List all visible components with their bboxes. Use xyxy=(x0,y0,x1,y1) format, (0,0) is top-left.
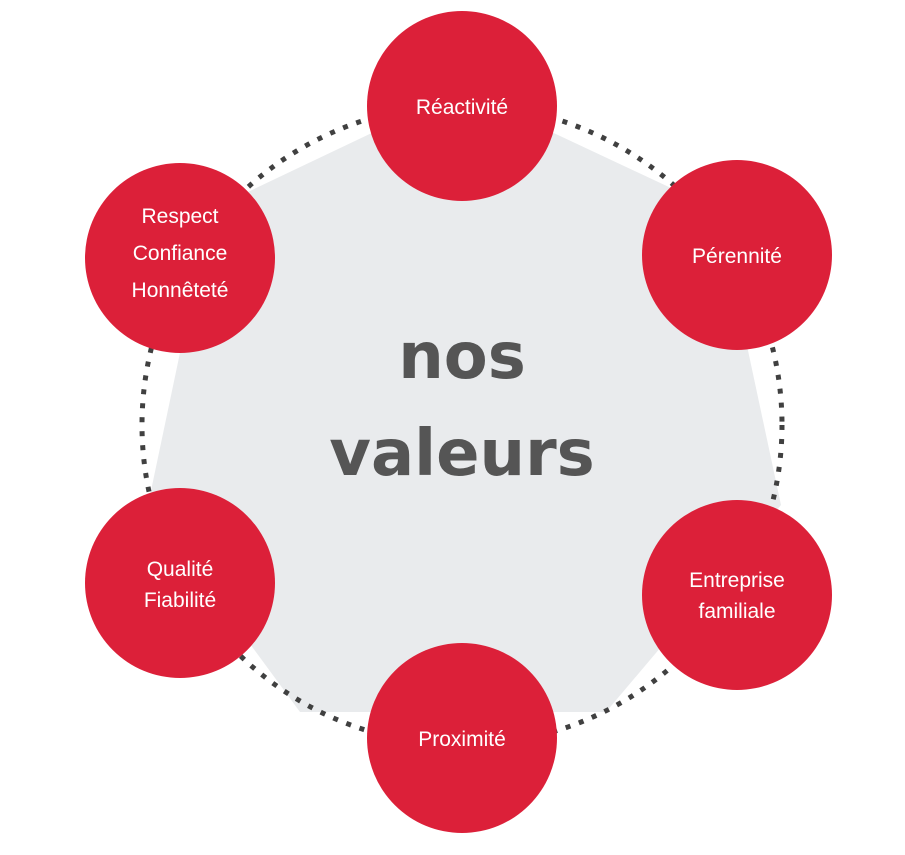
value-circle xyxy=(642,160,832,350)
value-circle xyxy=(85,163,275,353)
value-label-line-2: Fiabilité xyxy=(144,589,216,612)
value-node-entreprise-familiale: Entreprise familiale xyxy=(642,500,832,690)
value-circle xyxy=(85,488,275,678)
center-title-line-2: valeurs xyxy=(329,417,594,491)
value-circle xyxy=(367,643,557,833)
value-label-line-1: Entreprise xyxy=(689,569,785,592)
value-label-line-1: Qualité xyxy=(147,558,214,581)
center-title-line-1: nos xyxy=(398,320,526,394)
dotted-ring xyxy=(139,102,785,748)
value-node-qualite-fiabilite: Qualité Fiabilité xyxy=(85,488,275,678)
value-label: Proximité xyxy=(418,728,506,751)
value-circle xyxy=(642,500,832,690)
value-label-line-3: Honnêteté xyxy=(132,279,229,302)
value-label-line-1: Respect xyxy=(141,205,218,228)
value-node-respect-confiance-honnetete: Respect Confiance Honnêteté xyxy=(85,163,275,353)
value-label: Pérennité xyxy=(692,245,782,268)
value-node-reactivite: Réactivité xyxy=(367,11,557,201)
value-label: Réactivité xyxy=(416,96,508,119)
value-label-line-2: Confiance xyxy=(133,242,228,265)
value-node-perennite: Pérennité xyxy=(642,160,832,350)
value-node-proximite: Proximité xyxy=(367,643,557,833)
hexagon-background xyxy=(148,90,781,712)
value-label-line-2: familiale xyxy=(698,600,775,623)
value-circle xyxy=(367,11,557,201)
